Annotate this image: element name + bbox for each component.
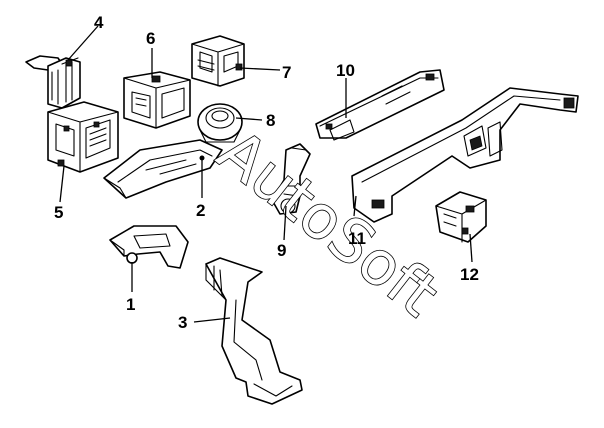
part-12-clip bbox=[435, 191, 487, 243]
callout-8: 8 bbox=[266, 111, 275, 130]
part-2-floor-duct bbox=[103, 139, 223, 199]
part-11-dash-duct bbox=[351, 87, 579, 223]
part-6-vent-box bbox=[123, 71, 191, 129]
leader-4 bbox=[67, 25, 99, 61]
callout-5: 5 bbox=[54, 203, 63, 222]
leader-7 bbox=[239, 67, 281, 71]
part-5-heater-box bbox=[47, 101, 119, 173]
callout-4: 4 bbox=[94, 13, 104, 32]
part-3-rear-duct bbox=[205, 257, 303, 405]
callout-2: 2 bbox=[196, 201, 205, 220]
part-1-mount bbox=[109, 225, 189, 269]
callout-10: 10 bbox=[336, 61, 355, 80]
callout-6: 6 bbox=[146, 29, 155, 48]
callout-1: 1 bbox=[126, 295, 135, 314]
part-9-hose bbox=[271, 143, 311, 215]
leader-3 bbox=[193, 317, 231, 323]
leader-8 bbox=[235, 117, 263, 121]
leader-12 bbox=[469, 233, 473, 263]
leader-lines bbox=[59, 25, 473, 323]
callout-11: 11 bbox=[348, 229, 366, 248]
callout-9: 9 bbox=[277, 241, 286, 260]
part-10-panel-vent bbox=[315, 69, 445, 141]
callout-numbers: 4 6 7 5 8 2 10 9 11 12 1 3 bbox=[54, 13, 479, 332]
callout-3: 3 bbox=[178, 313, 187, 332]
leader-5 bbox=[59, 165, 65, 203]
part-8-round-nozzle bbox=[197, 103, 243, 143]
callout-7: 7 bbox=[282, 63, 291, 82]
leader-11 bbox=[353, 195, 357, 217]
leader-9 bbox=[283, 205, 287, 241]
callout-12: 12 bbox=[460, 265, 479, 284]
part-7-housing bbox=[191, 35, 245, 87]
part-4-bracket bbox=[25, 55, 81, 109]
